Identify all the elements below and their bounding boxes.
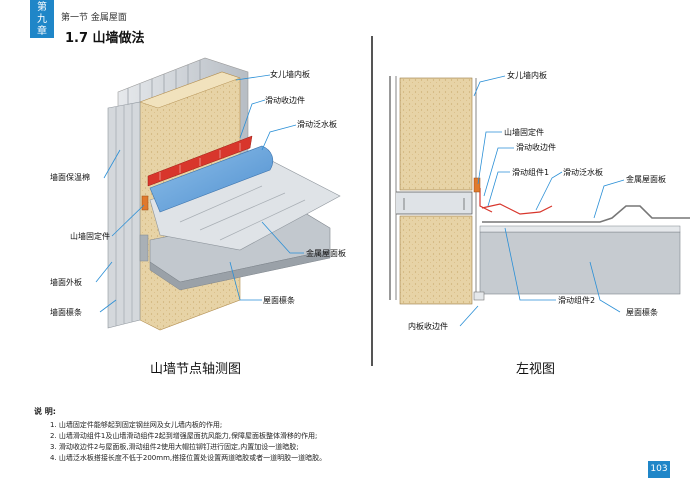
label-roof-panel: 金属屋面板 (306, 249, 346, 258)
chapter-char: 章 (37, 26, 47, 37)
note-item: 2. 山墙滑动组件1及山墙滑动组件2起到增强屋面抗风能力,保障屋面板整体滑移的作… (50, 432, 318, 440)
chapter-tab: 第 九 章 (30, 0, 54, 38)
label-slide-flashing: 滑动泛水板 (297, 120, 337, 129)
chapter-char: 第 (37, 2, 47, 13)
label-wall-purlin: 墙面檩条 (50, 308, 82, 317)
chapter-char: 九 (37, 14, 47, 25)
label-roof-purlin-side: 屋面檩条 (626, 308, 658, 317)
side-insulation-lower (399, 215, 473, 305)
side-gable-bracket (473, 177, 481, 193)
section-title: 1.7 山墙做法 (65, 31, 145, 46)
side-inner-trim (473, 291, 485, 301)
side-slide-flashing (481, 203, 553, 215)
slide-flashing (149, 145, 274, 213)
notes-heading: 说 明: (34, 407, 56, 416)
label-slide-assembly-2: 滑动组件2 (558, 296, 596, 305)
label-parapet-inner-side: 女儿墙内板 (507, 71, 547, 80)
side-wall-purlin (396, 191, 473, 215)
label-slide-trim: 滑动收边件 (265, 96, 305, 105)
label-gable-bracket-side: 山墙固定件 (504, 128, 544, 137)
label-wall-outer: 墙面外板 (50, 278, 82, 287)
label-gable-bracket: 山墙固定件 (70, 232, 110, 241)
side-roof-panel (482, 205, 690, 223)
side-view-drawing (389, 75, 690, 327)
figure-divider (371, 36, 373, 366)
page-number: 103 (648, 461, 670, 478)
axonometric-drawing (95, 57, 341, 331)
label-parapet-inner: 女儿墙内板 (270, 70, 310, 79)
label-wall-insulation: 墙面保温棉 (50, 173, 90, 182)
label-slide-assembly-1: 滑动组件1 (512, 168, 550, 177)
note-item: 1. 山墙固定件能够起到固定钢丝网及女儿墙内板的作用; (50, 421, 223, 429)
note-item: 4. 山墙泛水板搭接长度不低于200mm,搭接位置处设置两道暗胶或者一道明胶一道… (50, 454, 327, 462)
gable-bracket (141, 195, 149, 211)
label-slide-trim-side: 滑动收边件 (516, 143, 556, 152)
label-slide-flashing-side: 滑动泛水板 (563, 168, 603, 177)
label-inner-trim: 内板收边件 (408, 322, 448, 331)
right-figure-title: 左视图 (516, 362, 556, 377)
left-figure-title: 山墙节点轴测图 (150, 362, 242, 377)
label-roof-panel-side: 金属屋面板 (626, 175, 666, 184)
wall-purlin (139, 234, 149, 262)
side-insulation-upper (399, 77, 473, 191)
side-roof-purlin (479, 231, 681, 295)
label-roof-purlin: 屋面檩条 (263, 296, 295, 305)
section-label: 第一节 金属屋面 (61, 13, 127, 23)
note-item: 3. 滑动收边件2与屋面板,滑动组件2使用大帽拉铆钉进行固定,内置加设一道暗胶; (50, 443, 299, 451)
